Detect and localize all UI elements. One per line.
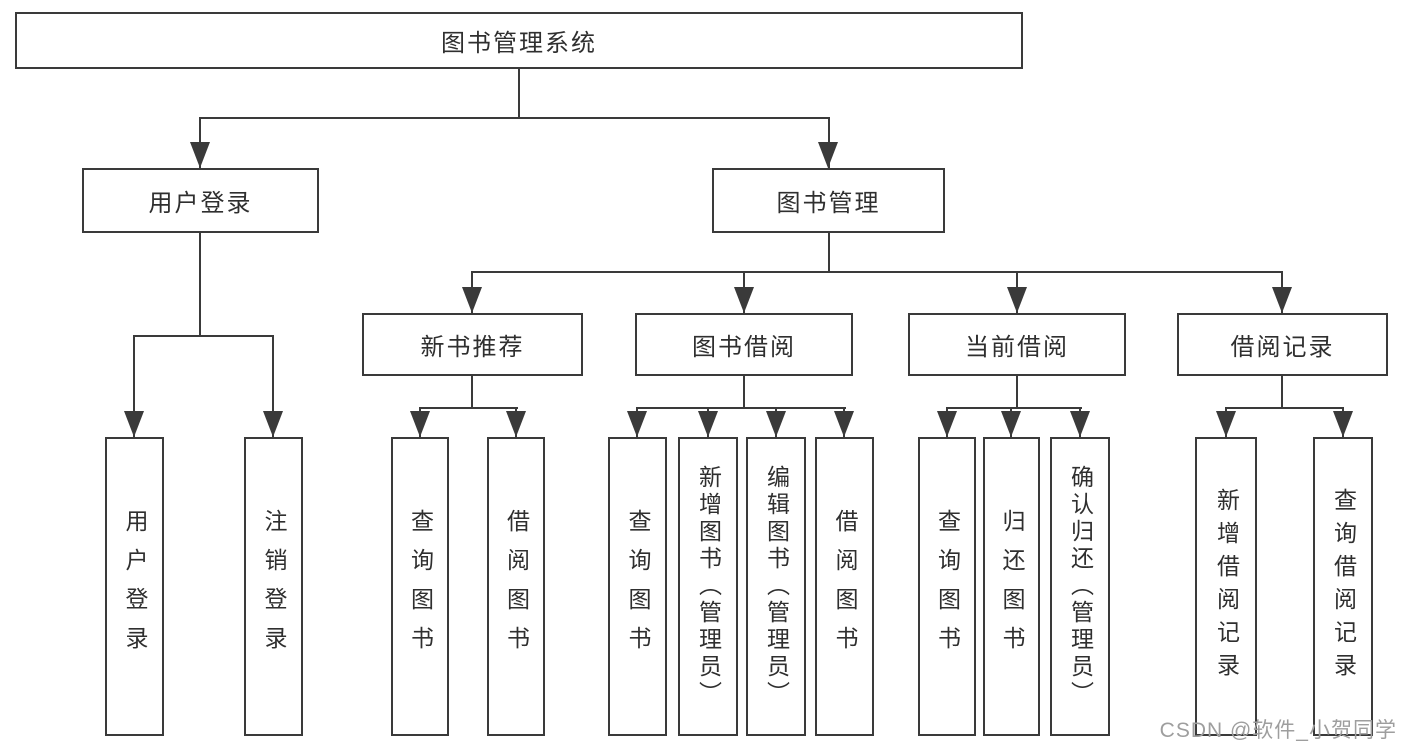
leaf-current-query: 查询图书 [918,437,976,736]
arrowhead-down [937,411,957,437]
arrowhead-down [506,411,526,437]
arrowhead-down [1333,411,1353,437]
leaf-logout: 注销登录 [244,437,303,736]
arrowhead-down [698,411,718,437]
connector-line [828,233,830,273]
connector-line [133,335,135,437]
arrowhead-down [734,287,754,313]
leaf-records-add-label: 新增借阅记录 [1213,487,1240,686]
leaf-current-return-label: 归还图书 [999,508,1025,665]
node-borrow-records-label: 借阅记录 [1230,334,1335,361]
connector-line [133,335,274,337]
node-current-borrow-label: 当前借阅 [965,334,1069,361]
node-book-borrow-label: 图书借阅 [692,334,796,361]
leaf-borrow-borrow-book-label: 借阅图书 [832,508,858,665]
node-current-borrow: 当前借阅 [908,313,1126,376]
connector-line [419,407,518,409]
leaf-newbook-borrow-label: 借阅图书 [503,508,530,665]
arrowhead-down [263,411,283,437]
connector-line [199,233,201,336]
leaf-newbook-query-label: 查询图书 [407,508,434,665]
arrowhead-down [1070,411,1090,437]
leaf-user-login-label: 用户登录 [122,508,148,665]
connector-line [518,69,520,118]
arrowhead-down [410,411,430,437]
arrowhead-down [1272,287,1292,313]
connector-line [199,117,830,119]
connector-line [946,407,1082,409]
connector-line [471,271,1283,273]
arrowhead-down [1001,411,1021,437]
leaf-borrow-add-book: 新增图书（管理员） [678,437,738,736]
arrowhead-down [1007,287,1027,313]
connector-line [272,335,274,437]
arrowhead-down [462,287,482,313]
leaf-user-login: 用户登录 [105,437,164,736]
leaf-borrow-query-label: 查询图书 [625,508,651,665]
connector-line [1281,376,1283,409]
connector-line [1225,407,1344,409]
leaf-logout-label: 注销登录 [261,508,287,665]
leaf-current-return: 归还图书 [983,437,1040,736]
connector-line [636,407,846,409]
arrowhead-down [190,142,210,168]
node-book-management-label: 图书管理 [776,190,881,217]
leaf-records-query: 查询借阅记录 [1313,437,1373,736]
connector-line [1016,376,1018,409]
leaf-records-add: 新增借阅记录 [1195,437,1257,736]
leaf-records-query-label: 查询借阅记录 [1330,487,1357,686]
node-root-label: 图书管理系统 [441,30,597,57]
leaf-borrow-query: 查询图书 [608,437,667,736]
leaf-borrow-borrow-book: 借阅图书 [815,437,874,736]
node-user-login: 用户登录 [82,168,319,233]
leaf-current-confirm-return-label: 确认归还（管理员） [1067,465,1094,708]
node-new-book-recommend: 新书推荐 [362,313,583,376]
arrowhead-down [766,411,786,437]
leaf-current-query-label: 查询图书 [934,508,961,665]
connector-line [743,376,745,409]
leaf-newbook-borrow: 借阅图书 [487,437,545,736]
leaf-borrow-edit-book: 编辑图书（管理员） [746,437,806,736]
node-book-borrow: 图书借阅 [635,313,853,376]
leaf-borrow-edit-book-label: 编辑图书（管理员） [763,465,790,708]
node-root: 图书管理系统 [15,12,1023,69]
node-new-book-recommend-label: 新书推荐 [420,334,525,361]
arrowhead-down [627,411,647,437]
connector-line [471,376,473,409]
node-book-management: 图书管理 [712,168,945,233]
leaf-current-confirm-return: 确认归还（管理员） [1050,437,1110,736]
arrowhead-down [818,142,838,168]
arrowhead-down [124,411,144,437]
node-user-login-label: 用户登录 [148,190,253,217]
arrowhead-down [1216,411,1236,437]
leaf-borrow-add-book-label: 新增图书（管理员） [695,465,722,708]
arrowhead-down [834,411,854,437]
leaf-newbook-query: 查询图书 [391,437,449,736]
node-borrow-records: 借阅记录 [1177,313,1388,376]
